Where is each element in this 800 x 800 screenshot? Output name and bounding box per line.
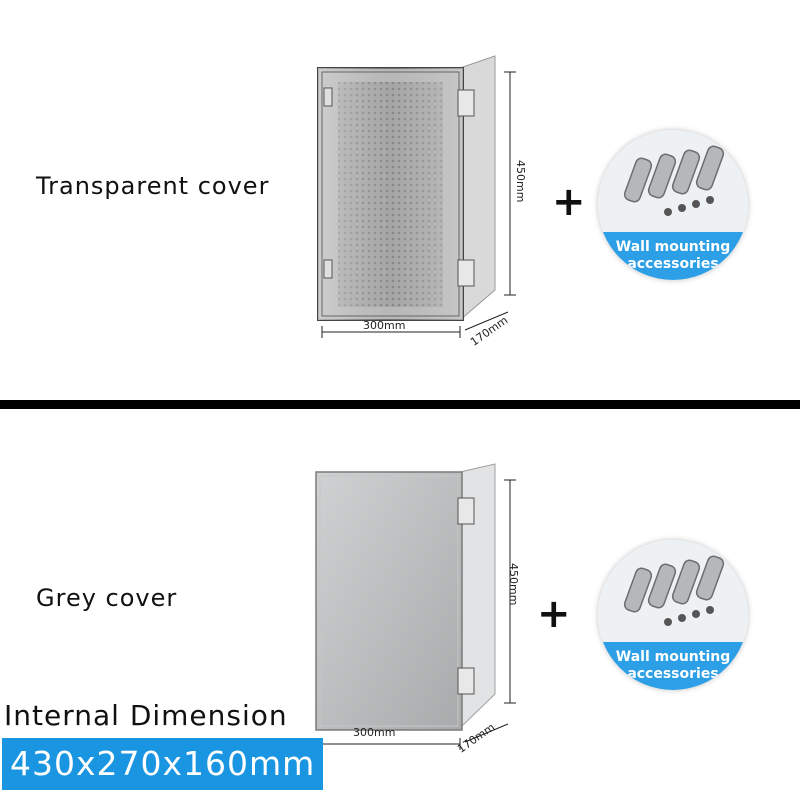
height-dimension-label: 450mm	[514, 160, 527, 203]
wall-mounting-accessories-badge: Wall mounting accessories	[598, 130, 748, 280]
internal-dimension-title: Internal Dimension	[4, 699, 288, 732]
plus-icon: +	[552, 179, 586, 225]
accessory-label-line2: accessories	[627, 666, 719, 682]
variant-label-transparent: Transparent cover	[36, 172, 270, 200]
height-dimension-label: 450mm	[507, 563, 520, 606]
accessory-label-line1: Wall mounting	[615, 239, 731, 255]
mounting-brackets-image	[598, 540, 748, 690]
accessory-label-line2: accessories	[627, 256, 719, 272]
width-dimension-label: 300mm	[353, 726, 396, 739]
wall-mounting-accessories-badge: Wall mounting accessories	[598, 540, 748, 690]
internal-dimension-value: 430x270x160mm	[2, 738, 324, 790]
variant-label-grey: Grey cover	[36, 584, 178, 612]
plus-icon: +	[537, 591, 571, 637]
section-divider	[0, 400, 800, 409]
accessory-label-line1: Wall mounting	[615, 649, 731, 665]
width-dimension-label: 300mm	[363, 319, 406, 332]
transparent-enclosure-image	[317, 55, 516, 338]
grey-enclosure-image	[315, 463, 516, 750]
mounting-brackets-image	[598, 130, 748, 280]
